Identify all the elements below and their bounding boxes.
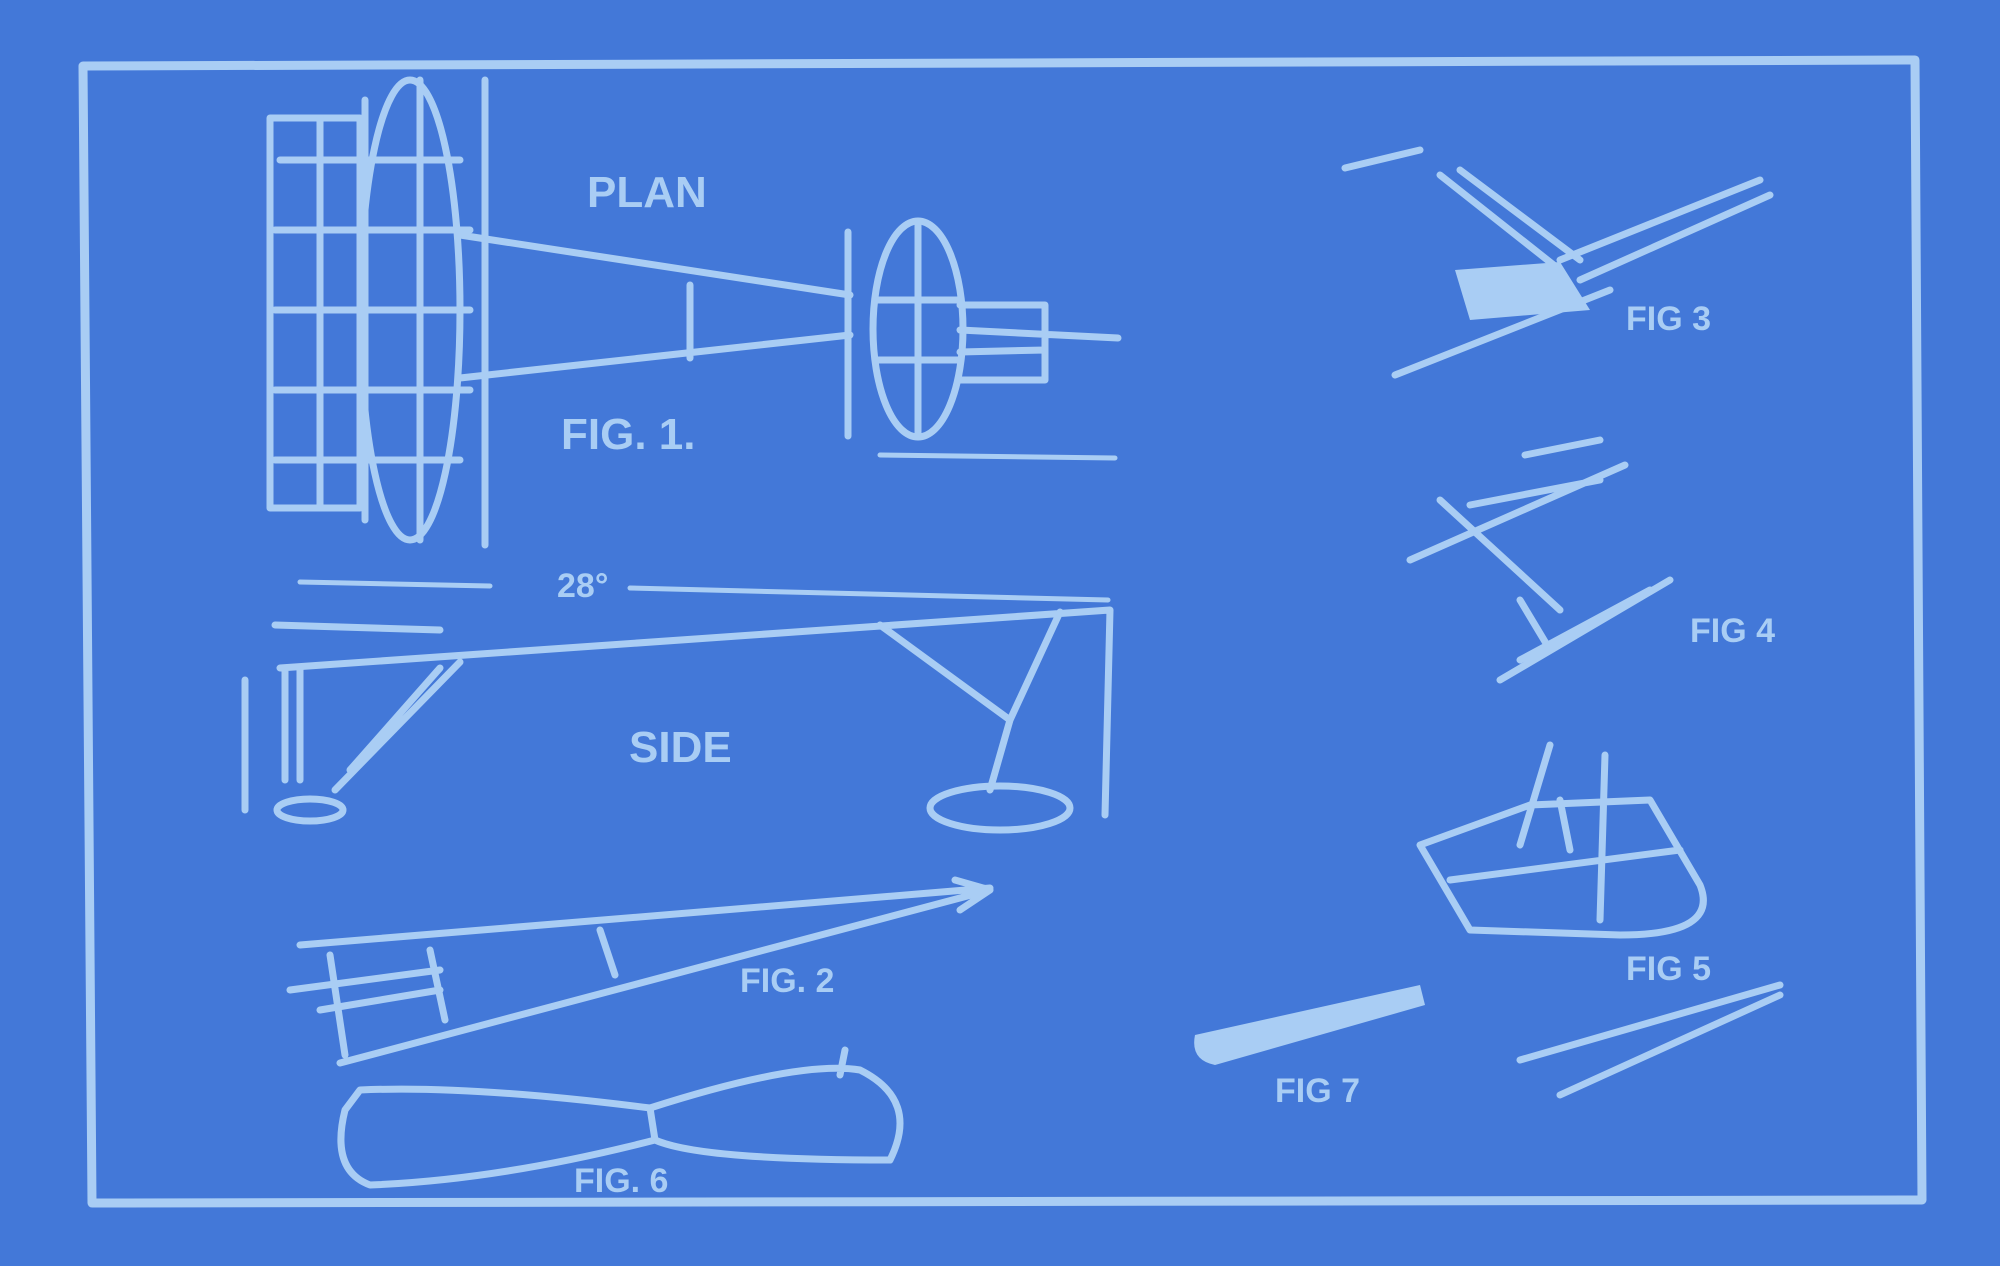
label-fig5: FIG 5	[1626, 950, 1711, 988]
signature	[1516, 981, 1784, 1099]
sheet-border	[78, 55, 1927, 1208]
side-view	[241, 585, 1114, 834]
label-fig7: FIG 7	[1275, 1072, 1360, 1110]
fig7-detail	[1194, 985, 1425, 1065]
fig1-plan-view	[266, 76, 1122, 589]
label-fig3: FIG 3	[1626, 300, 1711, 338]
label-fig1: FIG. 1.	[561, 410, 695, 459]
fig5-detail	[1416, 741, 1707, 939]
fig6-propeller	[337, 1046, 904, 1189]
fig4-detail	[1406, 436, 1674, 684]
label-fig2: FIG. 2	[740, 962, 834, 1000]
label-side: SIDE	[629, 723, 732, 772]
label-fig6: FIG. 6	[574, 1162, 668, 1200]
fig3-detail	[1341, 146, 1774, 379]
label-fig4: FIG 4	[1690, 612, 1775, 650]
label-angle: 28°	[557, 567, 608, 605]
label-plan: PLAN	[587, 168, 707, 217]
fig2-frame-view	[286, 876, 994, 1067]
